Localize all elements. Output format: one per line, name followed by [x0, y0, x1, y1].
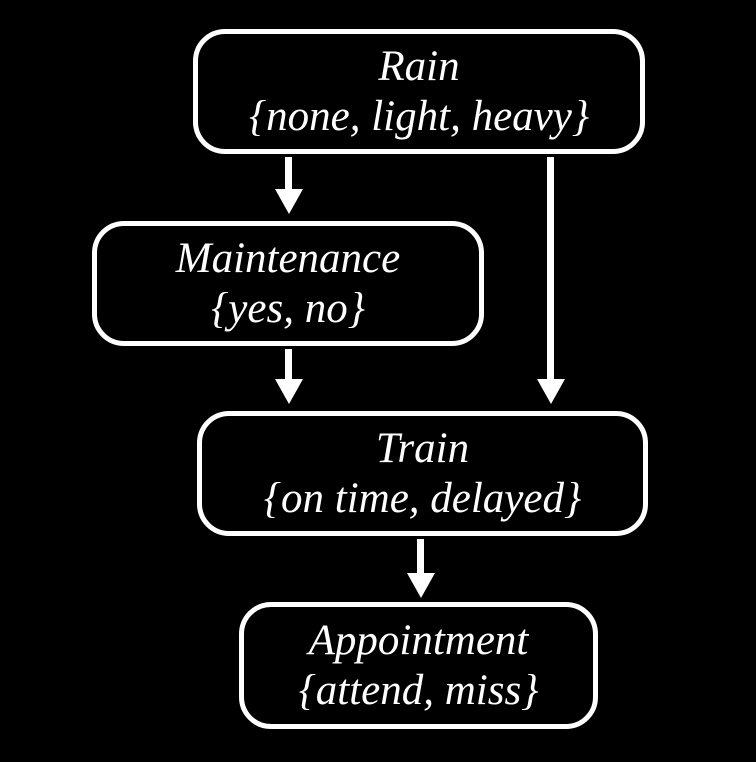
node-train: Train {on time, delayed} [197, 411, 648, 536]
node-rain-domain: {none, light, heavy} [248, 92, 590, 140]
arrow-rain-to-maintenance-shaft [285, 157, 292, 191]
arrow-rain-to-train-head-icon [537, 379, 565, 404]
arrow-rain-to-maintenance-head-icon [275, 189, 303, 214]
arrow-train-to-appointment-shaft [417, 539, 424, 575]
arrow-maintenance-to-train-head-icon [275, 379, 303, 404]
arrow-rain-to-train-shaft [547, 157, 554, 381]
node-maintenance: Maintenance {yes, no} [92, 221, 484, 346]
node-appointment: Appointment {attend, miss} [239, 602, 598, 729]
node-maintenance-domain: {yes, no} [211, 284, 365, 332]
node-train-domain: {on time, delayed} [263, 474, 582, 522]
node-rain-label: Rain [378, 42, 460, 90]
node-appointment-label: Appointment [308, 616, 529, 664]
node-rain: Rain {none, light, heavy} [193, 29, 645, 154]
arrow-train-to-appointment-head-icon [407, 573, 435, 598]
node-maintenance-label: Maintenance [175, 234, 401, 282]
node-appointment-domain: {attend, miss} [298, 666, 539, 714]
arrow-maintenance-to-train-shaft [285, 349, 292, 381]
node-train-label: Train [375, 424, 470, 472]
